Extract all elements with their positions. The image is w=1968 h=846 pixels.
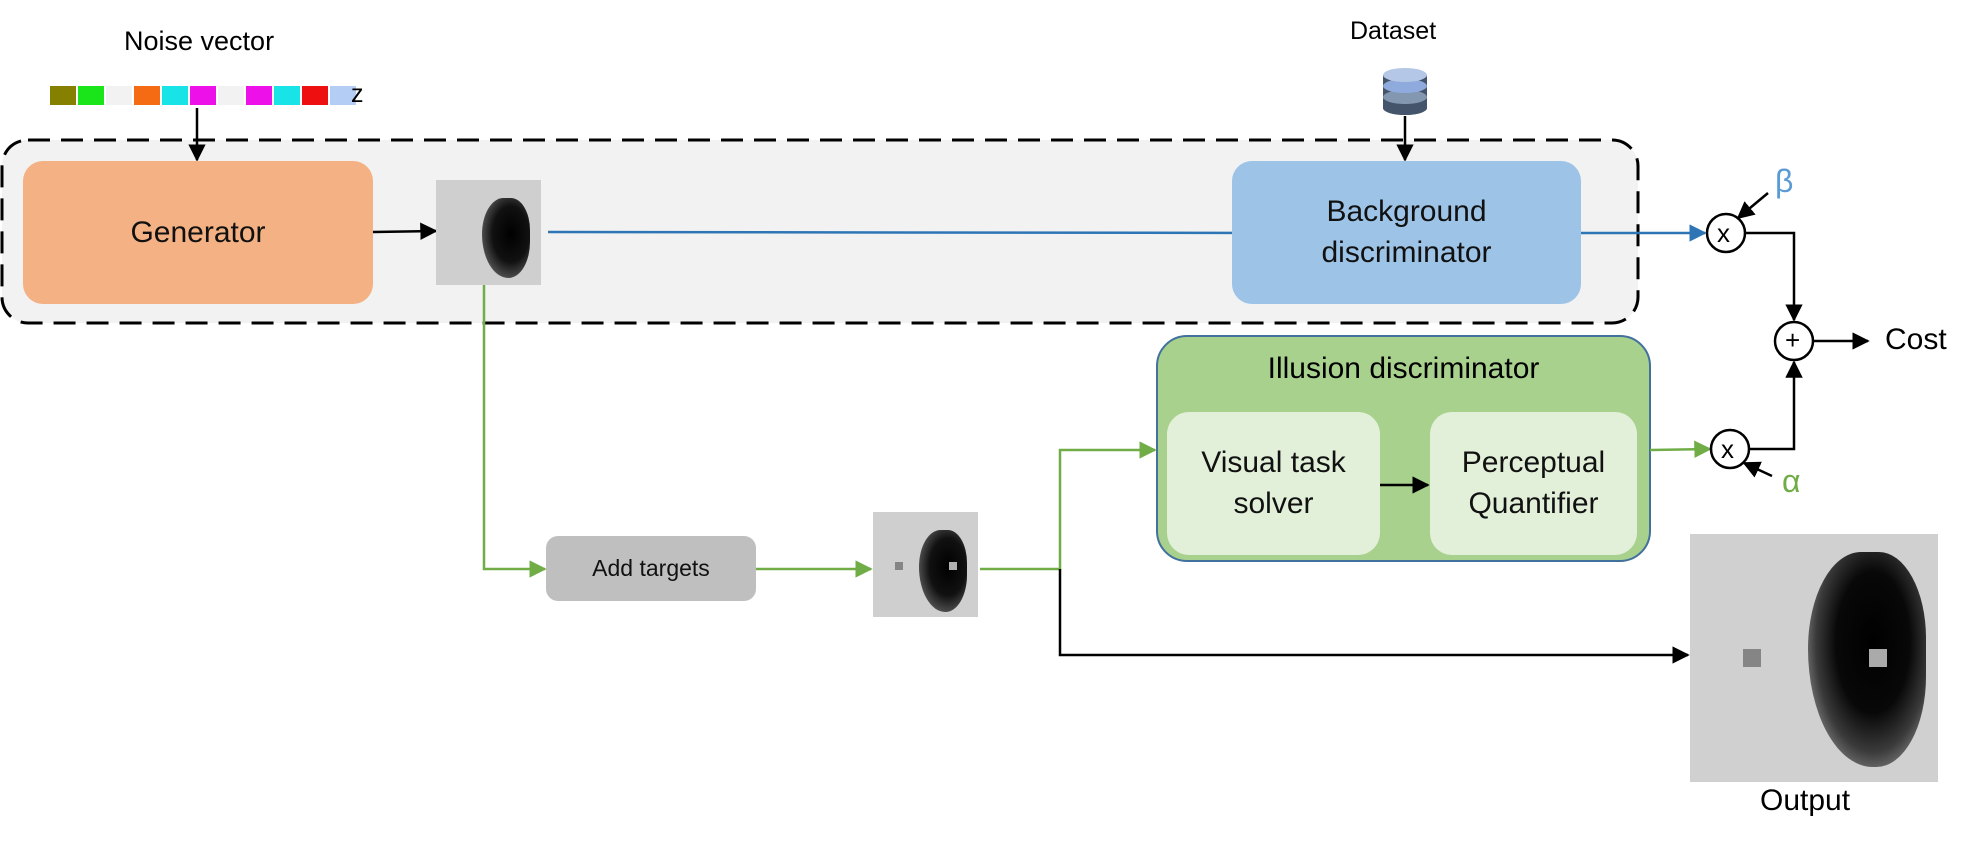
left-target-square (1743, 649, 1761, 667)
noise-cell (78, 86, 104, 105)
alpha-weight: α (1782, 463, 1801, 499)
noise-cell (162, 86, 188, 105)
noise-cell (106, 86, 132, 105)
add-targets-label: Add targets (592, 555, 710, 581)
noise-cell (50, 86, 76, 105)
noise-cell (134, 86, 160, 105)
arrow-alpha-product-to-add (1749, 360, 1803, 451)
dataset-label: Dataset (1350, 17, 1437, 45)
arrow-generator-to-image (372, 222, 438, 240)
multiply-symbol-alpha: x (1721, 434, 1734, 464)
perceptual-quantifier-box (1430, 412, 1637, 555)
add-targets-block: Add targets (546, 536, 756, 601)
visual-task-solver-box (1167, 412, 1380, 555)
generator-block: Generator (23, 161, 373, 304)
dark-blob (919, 530, 967, 612)
arrow-alpha-to-multiply (1742, 461, 1773, 478)
arrow-illusion-discriminator-to-multiply (1649, 440, 1712, 459)
generator-label: Generator (130, 215, 266, 249)
illusion-discriminator-title: Illusion discriminator (1267, 352, 1540, 385)
generated-image (436, 180, 541, 285)
background-discriminator-label: Background discriminator (1321, 195, 1492, 269)
noise-cell (246, 86, 272, 105)
add-symbol: + (1785, 325, 1801, 355)
noise-vector-title: Noise vector (124, 26, 275, 56)
arrow-beta-product-to-add (1745, 231, 1803, 322)
perceptual-quantifier-label: Perceptual Quantifier (1461, 446, 1606, 520)
noise-cell (330, 86, 356, 105)
arrow-image-to-background-discriminator (547, 224, 1296, 242)
noise-cell (218, 86, 244, 105)
output-label: Output (1760, 784, 1851, 817)
noise-cell (274, 86, 300, 105)
noise-vector-symbol: z (351, 80, 364, 108)
multiply-symbol-beta: x (1717, 218, 1730, 248)
right-target-square (1869, 649, 1887, 667)
noise-cell (302, 86, 328, 105)
noise-cell (190, 86, 216, 105)
target-image (873, 512, 978, 617)
arrow-target-image-to-illusion-discriminator (980, 441, 1157, 571)
beta-weight: β (1775, 163, 1794, 199)
arrow-beta-to-multiply (1736, 192, 1769, 220)
visual-task-solver-label: Visual task solver (1201, 446, 1346, 520)
arrow-image-to-add-targets (482, 284, 547, 578)
cost-label: Cost (1885, 323, 1947, 356)
dark-blob (1808, 552, 1926, 767)
right-target-square (949, 562, 957, 570)
database-icon (1383, 68, 1427, 115)
arrow-target-image-to-output (1058, 569, 1690, 664)
output-image (1690, 534, 1938, 782)
background-discriminator-block: Background discriminator (1232, 161, 1581, 304)
noise-vector-bar (50, 86, 356, 105)
left-target-square (895, 562, 903, 570)
dark-blob (482, 198, 530, 278)
